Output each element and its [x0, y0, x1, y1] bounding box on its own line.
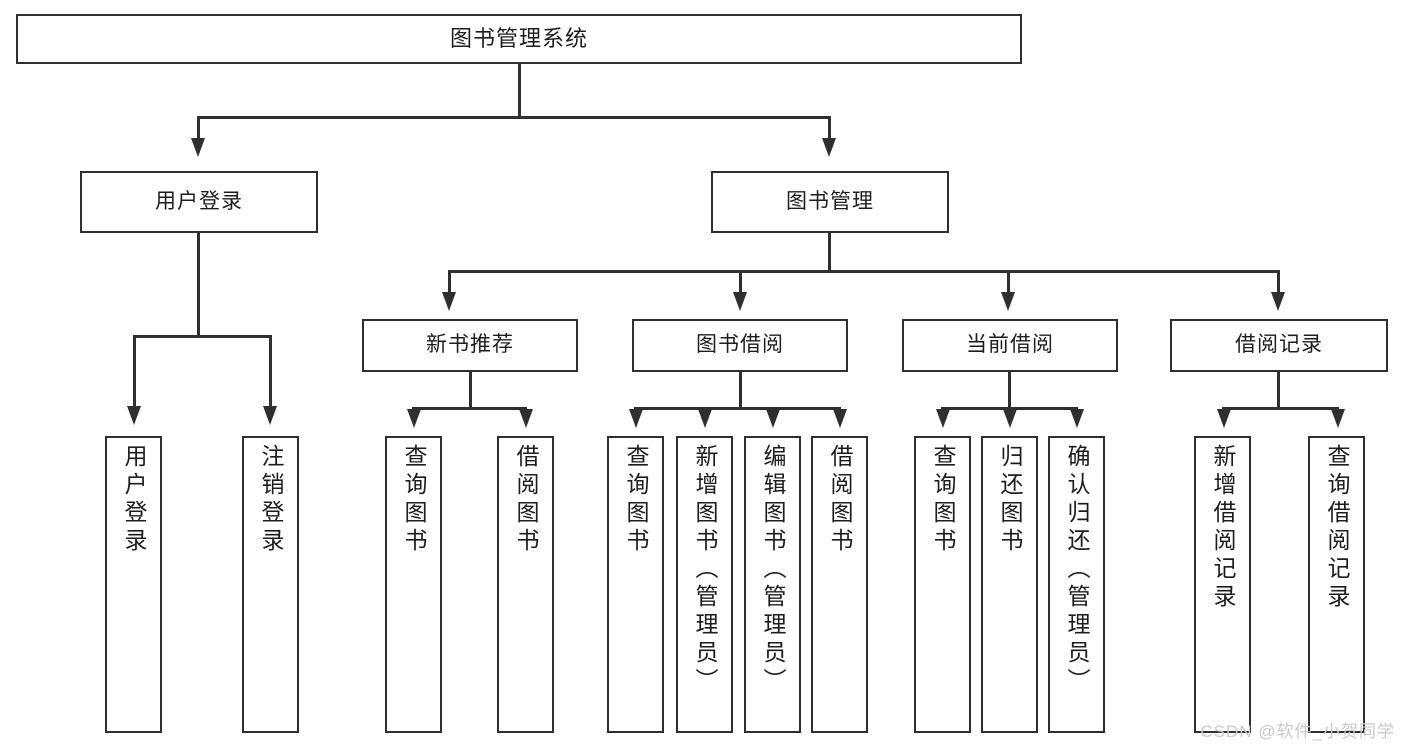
leaf-borrow-book[interactable]: 借阅图书: [811, 436, 868, 733]
arrow-to-leaf-query-book-2: [629, 409, 643, 428]
leaf-add-book-admin[interactable]: 新增图书（管理员）: [676, 436, 733, 733]
leaf-query-book-recommend[interactable]: 查询图书: [385, 436, 442, 733]
node-label: 用户登录: [155, 189, 243, 213]
leaf-label: 确认归还（管理员）: [1064, 444, 1090, 696]
leaf-query-book-borrow[interactable]: 查询图书: [607, 436, 664, 733]
connector-book-borrow-stem: [739, 372, 742, 409]
connector-level3-leg-1: [448, 270, 451, 296]
connector-level3-leg-3: [1007, 270, 1010, 296]
arrow-to-leaf-query-book-3: [936, 409, 950, 428]
leaf-logout[interactable]: 注销登录: [242, 436, 299, 733]
connector-new-book-bus: [412, 407, 527, 410]
leaf-borrow-book-recommend[interactable]: 借阅图书: [497, 436, 554, 733]
node-label: 图书借阅: [696, 333, 784, 357]
arrow-to-new-book-recommend: [442, 292, 456, 311]
connector-borrow-record-stem: [1277, 372, 1280, 409]
node-current-borrow[interactable]: 当前借阅: [902, 319, 1118, 372]
node-new-book-recommend[interactable]: 新书推荐: [362, 319, 578, 372]
leaf-label: 注销登录: [258, 444, 284, 556]
connector-user-login-leg-1: [133, 335, 136, 410]
connector-book-borrow-bus: [634, 407, 841, 410]
connector-user-login-stem: [197, 233, 200, 336]
leaf-label: 用户登录: [121, 444, 147, 556]
arrow-to-leaf-add-book: [698, 409, 712, 428]
leaf-label: 查询图书: [401, 444, 427, 556]
node-borrow-record[interactable]: 借阅记录: [1170, 319, 1388, 372]
leaf-query-borrow-record[interactable]: 查询借阅记录: [1308, 436, 1365, 733]
arrow-to-leaf-edit-book: [766, 409, 780, 428]
node-label: 当前借阅: [966, 333, 1054, 357]
leaf-confirm-return-admin[interactable]: 确认归还（管理员）: [1048, 436, 1105, 733]
arrow-to-current-borrow: [1001, 292, 1015, 311]
node-root-book-management-system[interactable]: 图书管理系统: [16, 14, 1022, 64]
connector-level2-bus: [197, 116, 831, 119]
node-book-management[interactable]: 图书管理: [711, 171, 949, 233]
leaf-edit-book-admin[interactable]: 编辑图书（管理员）: [744, 436, 801, 733]
connector-book-management-stem: [828, 233, 831, 272]
arrow-to-book-management: [822, 138, 836, 157]
arrow-to-leaf-return-book: [1003, 409, 1017, 428]
connector-level3-leg-2: [739, 270, 742, 296]
arrow-to-book-borrow: [733, 292, 747, 311]
leaf-return-book[interactable]: 归还图书: [981, 436, 1038, 733]
leaf-label: 查询图书: [930, 444, 956, 556]
leaf-label: 新增借阅记录: [1210, 444, 1236, 612]
node-label: 借阅记录: [1235, 333, 1323, 357]
node-label: 图书管理: [786, 189, 874, 213]
leaf-user-login[interactable]: 用户登录: [105, 436, 162, 733]
arrow-to-borrow-record: [1271, 292, 1285, 311]
leaf-label: 归还图书: [997, 444, 1023, 556]
arrow-to-leaf-logout: [263, 406, 277, 425]
connector-level3-bus: [448, 270, 1280, 273]
leaf-query-book-current[interactable]: 查询图书: [914, 436, 971, 733]
node-book-borrow[interactable]: 图书借阅: [632, 319, 848, 372]
connector-level3-leg-4: [1277, 270, 1280, 296]
csdn-watermark: CSDN @软件_小贺同学: [1200, 722, 1395, 741]
leaf-label: 查询图书: [623, 444, 649, 556]
arrow-to-leaf-borrow-book-2: [833, 409, 847, 428]
leaf-label: 借阅图书: [827, 444, 853, 556]
arrow-to-leaf-borrow-book-1: [519, 409, 533, 428]
arrow-to-leaf-user-login: [127, 406, 141, 425]
connector-user-login-leg-2: [269, 335, 272, 410]
leaf-label: 编辑图书（管理员）: [760, 444, 786, 696]
leaf-label: 查询借阅记录: [1324, 444, 1350, 612]
node-user-login[interactable]: 用户登录: [80, 171, 318, 233]
connector-current-borrow-stem: [1008, 372, 1011, 409]
arrow-to-user-login: [191, 138, 205, 157]
arrow-to-leaf-add-borrow-record: [1217, 409, 1231, 428]
leaf-label: 新增图书（管理员）: [692, 444, 718, 696]
connector-new-book-stem: [469, 372, 472, 409]
arrow-to-leaf-confirm-return: [1070, 409, 1084, 428]
arrow-to-leaf-query-borrow-record: [1331, 409, 1345, 428]
connector-user-login-bus: [133, 335, 272, 338]
connector-level2-leg-right: [828, 116, 831, 142]
connector-level2-leg-left: [197, 116, 200, 142]
leaf-add-borrow-record[interactable]: 新增借阅记录: [1194, 436, 1251, 733]
connector-borrow-record-bus: [1222, 407, 1339, 410]
leaf-label: 借阅图书: [513, 444, 539, 556]
arrow-to-leaf-query-book-1: [407, 409, 421, 428]
connector-root-stem: [518, 64, 521, 117]
node-label: 图书管理系统: [449, 26, 588, 52]
node-label: 新书推荐: [426, 333, 514, 357]
